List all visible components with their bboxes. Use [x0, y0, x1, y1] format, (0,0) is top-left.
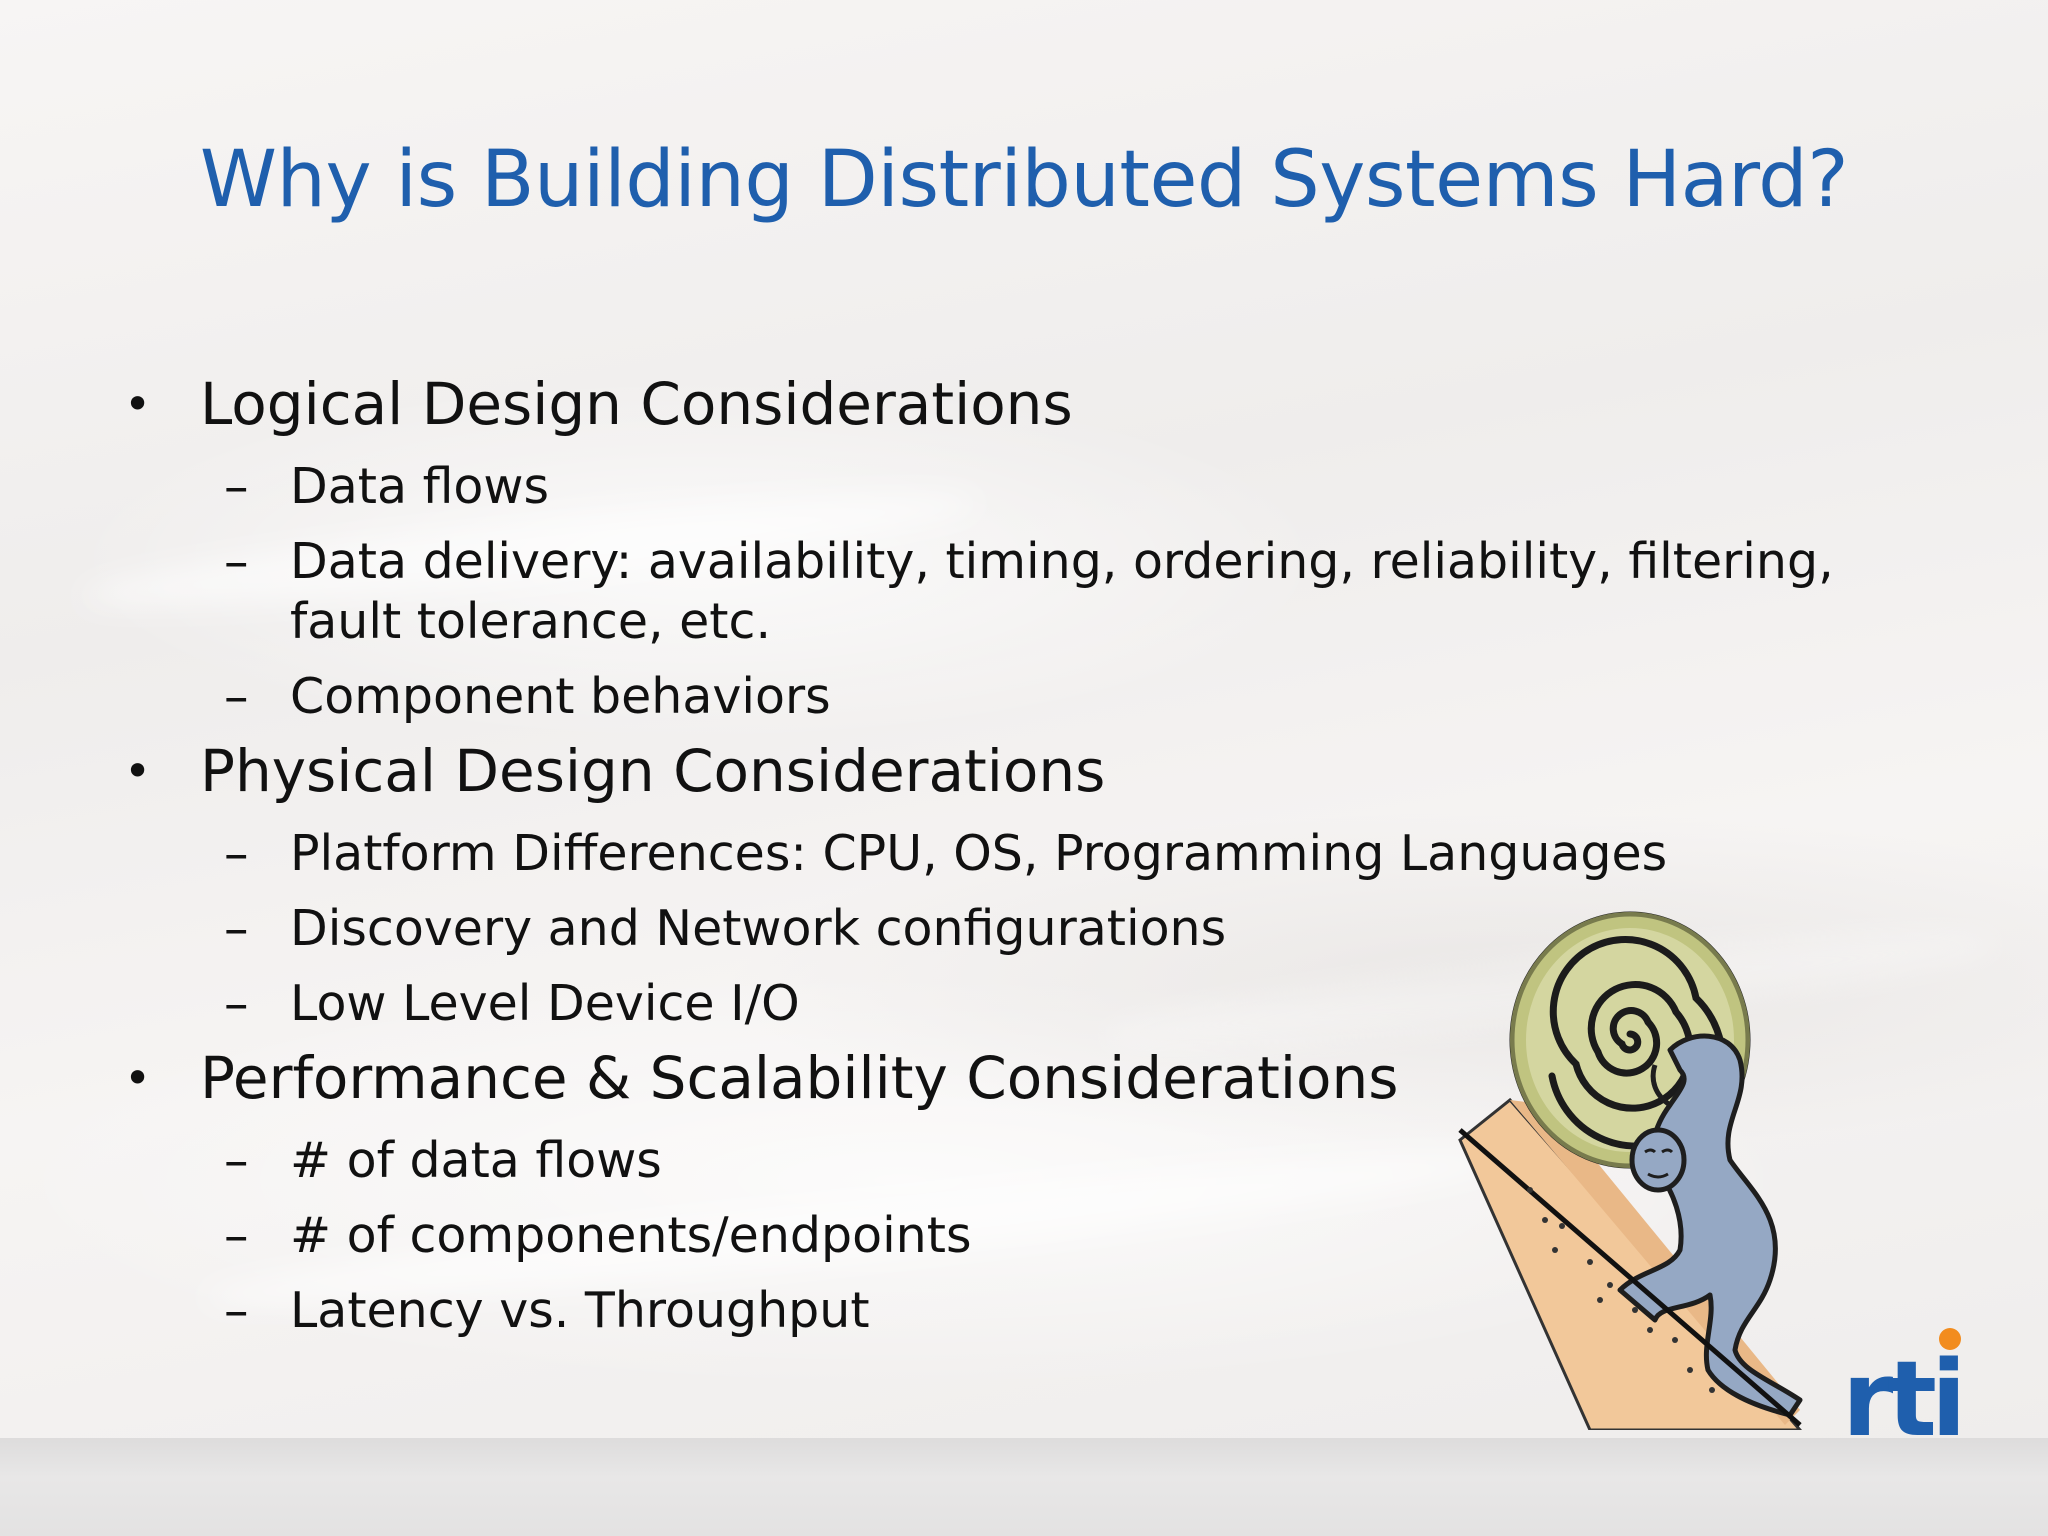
sub-bullet: – Latency vs. Throughput	[118, 1281, 1910, 1341]
sub-bullet-text: # of data flows	[290, 1132, 662, 1189]
sub-bullet-text: Low Level Device I/O	[290, 975, 800, 1032]
logo-text: rti	[1842, 1338, 1961, 1445]
bullet-icon: •	[124, 377, 152, 431]
bullet-heading: • Logical Design Considerations	[118, 366, 1918, 442]
bullet-heading-text: Performance & Scalability Considerations	[200, 1044, 1399, 1112]
sub-bullet: – # of data flows	[118, 1131, 1910, 1191]
sub-bullet: – Data delivery: availability, timing, o…	[118, 532, 1910, 652]
sub-bullet: – Data flows	[118, 457, 1910, 517]
pebbles-icon	[1527, 1187, 1715, 1393]
sub-bullet-text: Data flows	[290, 458, 550, 515]
bullet-icon: •	[124, 744, 152, 798]
section-physical: • Physical Design Considerations – Platf…	[118, 733, 1918, 1034]
dash-icon: –	[224, 1207, 249, 1264]
bullet-heading: • Performance & Scalability Consideratio…	[118, 1040, 1918, 1116]
sub-bullet: – Component behaviors	[118, 667, 1910, 727]
sub-bullet-text: # of components/endpoints	[290, 1207, 972, 1264]
dash-icon: –	[224, 1132, 249, 1189]
rti-logo-icon: rti	[1842, 1328, 1967, 1445]
sub-bullet: – Platform Differences: CPU, OS, Program…	[118, 824, 1910, 884]
bullet-list: • Logical Design Considerations – Data f…	[118, 360, 1918, 1343]
sub-bullet: – # of components/endpoints	[118, 1206, 1910, 1266]
section-logical: • Logical Design Considerations – Data f…	[118, 366, 1918, 727]
sub-bullet-text: Component behaviors	[290, 668, 831, 725]
footer-band	[0, 1438, 2048, 1536]
logo-dot	[1939, 1328, 1961, 1350]
bullet-heading-text: Physical Design Considerations	[200, 737, 1106, 805]
sub-bullet-text: Data delivery: availability, timing, ord…	[290, 533, 1834, 650]
dash-icon: –	[224, 900, 249, 957]
bullet-heading: • Physical Design Considerations	[118, 733, 1918, 809]
bullet-icon: •	[124, 1051, 152, 1105]
person-icon	[1617, 1033, 1803, 1418]
sub-bullet: – Low Level Device I/O	[118, 974, 1910, 1034]
sisyphus-clipart-icon	[1458, 911, 1803, 1430]
dash-icon: –	[224, 458, 249, 515]
bullet-heading-text: Logical Design Considerations	[200, 370, 1073, 438]
dash-icon: –	[224, 975, 249, 1032]
sub-bullet-text: Discovery and Network configurations	[290, 900, 1227, 957]
section-performance: • Performance & Scalability Consideratio…	[118, 1040, 1918, 1341]
dash-icon: –	[224, 533, 249, 590]
sub-bullet-text: Platform Differences: CPU, OS, Programmi…	[290, 825, 1668, 882]
sub-bullet-text: Latency vs. Throughput	[290, 1282, 870, 1339]
slide-title: Why is Building Distributed Systems Hard…	[199, 135, 1849, 225]
dash-icon: –	[224, 1282, 249, 1339]
slope-edge	[1458, 1128, 1802, 1427]
dash-icon: –	[224, 825, 249, 882]
sub-bullet: – Discovery and Network configurations	[118, 899, 1910, 959]
dash-icon: –	[224, 668, 249, 725]
